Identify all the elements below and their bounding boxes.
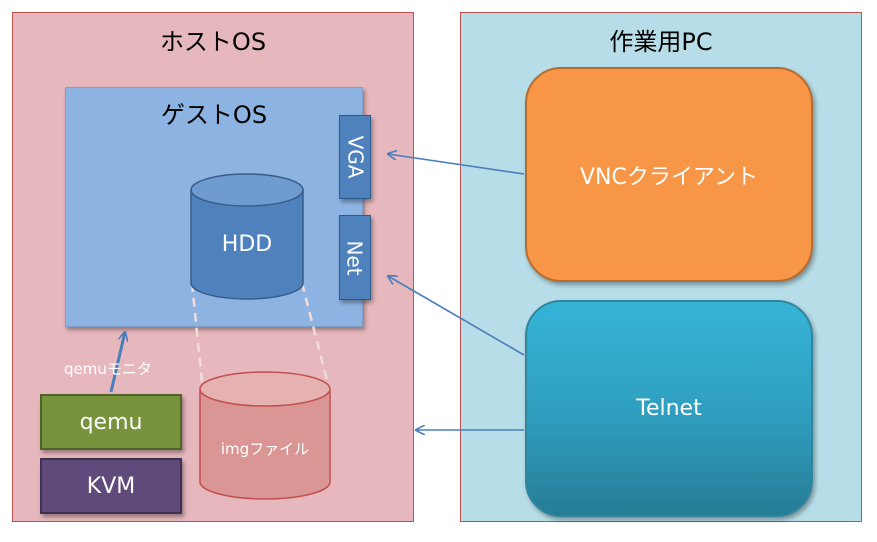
dashed-connector-left xyxy=(190,282,205,393)
vnc-client-label: VNCクライアント xyxy=(580,164,758,190)
img-file-label: imgファイル xyxy=(220,440,310,458)
qemu-monitor-arrow xyxy=(109,332,125,393)
qemu-block: qemu xyxy=(40,394,182,450)
work-pc-title: 作業用PC xyxy=(609,28,713,56)
telnet-label: Telnet xyxy=(636,396,702,421)
qemu-label: qemu xyxy=(79,409,143,435)
kvm-block: KVM xyxy=(40,458,182,514)
vga-port: VGA xyxy=(339,115,371,199)
vnc-client-box: VNCクライアント xyxy=(525,67,813,282)
qemu-monitor-label: qemuモニタ xyxy=(64,360,152,378)
net-port: Net xyxy=(339,215,371,300)
telnet-to-net-arrow xyxy=(388,276,525,356)
host-os-title: ホストOS xyxy=(159,28,267,56)
vnc-to-vga-arrow xyxy=(388,154,525,175)
hdd-label: HDD xyxy=(221,232,273,257)
telnet-box: Telnet xyxy=(525,300,813,517)
dashed-connector-right xyxy=(300,282,332,393)
guest-os-title: ゲストOS xyxy=(160,101,268,129)
img-file-cylinder xyxy=(199,371,331,500)
hdd-cylinder xyxy=(190,173,304,300)
kvm-label: KVM xyxy=(86,473,136,499)
